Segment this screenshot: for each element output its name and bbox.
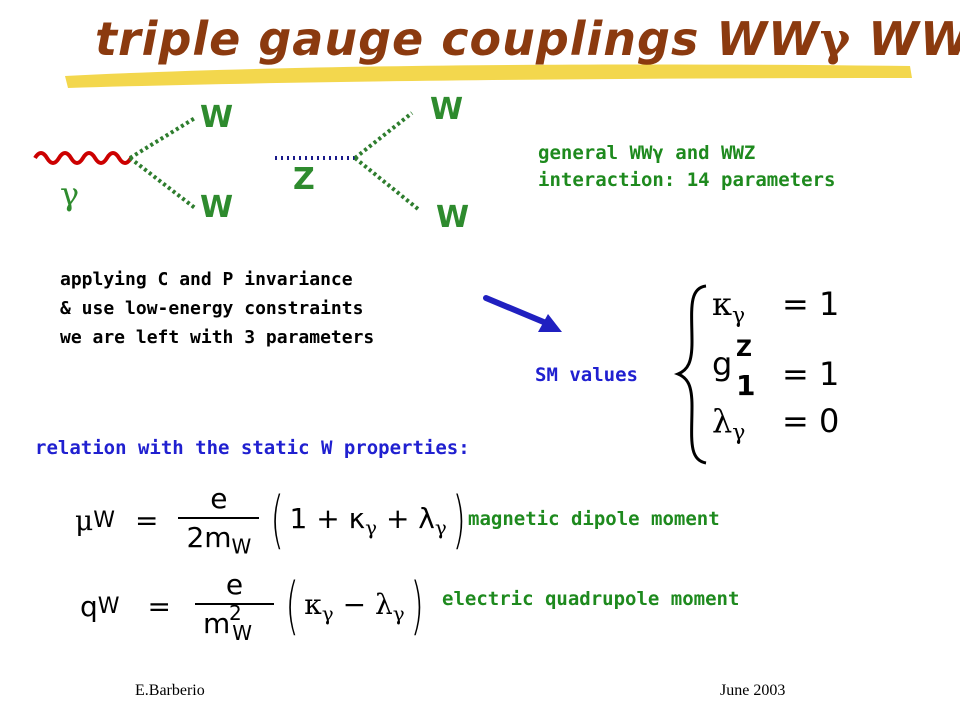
photon-wavy-line xyxy=(33,151,133,165)
sm-lambda-row: λγ = 0 xyxy=(712,402,839,446)
sm-eq-2: = 1 xyxy=(782,355,840,393)
diagram2-w-bottom: W xyxy=(436,200,470,235)
sm-kappa-row: κγ = 1 xyxy=(712,285,839,329)
diagram2-w-top: W xyxy=(430,92,464,127)
relation-label: relation with the static W properties: xyxy=(35,437,470,459)
sm-kappa: κ xyxy=(712,285,732,323)
applying-line-2: & use low-energy constraints xyxy=(60,298,364,319)
mu-inner: 1 + κγ + λγ xyxy=(289,501,447,540)
slide-title: triple gauge couplings WWγ WWZ xyxy=(95,12,960,66)
title-highlight xyxy=(65,64,912,88)
title-gamma: γ xyxy=(819,12,852,66)
applying-line-1: applying C and P invariance xyxy=(60,269,353,290)
diagram1-gamma: γ xyxy=(60,175,80,213)
electric-quadrupole-label: electric quadrupole moment xyxy=(442,588,740,610)
mu-denominator: 2mW xyxy=(178,517,260,559)
q-symbol: q xyxy=(80,589,98,623)
diagram1-w-top: W xyxy=(200,100,234,135)
sm-eq-1: = 1 xyxy=(782,285,840,323)
sm-g: g xyxy=(712,345,733,383)
title-text: triple gauge couplings WW xyxy=(95,12,820,66)
title-tail: WWZ xyxy=(868,12,960,66)
w-line-top xyxy=(353,111,414,160)
sm-lambda-sub: γ xyxy=(732,420,746,446)
mu-left-paren: ( xyxy=(270,483,285,557)
general-interaction-text: general WWγ and WWZ interaction: 14 para… xyxy=(538,140,835,194)
q-right-paren: ) xyxy=(410,569,424,643)
q-left-paren: ( xyxy=(285,569,299,643)
mu-sub: W xyxy=(93,507,115,533)
footer-author: E.Barberio xyxy=(135,682,205,699)
footer-date: June 2003 xyxy=(720,682,786,699)
feynman-diagram-z xyxy=(275,111,420,211)
w-line-bottom xyxy=(353,156,420,211)
sm-lambda: λ xyxy=(712,402,733,440)
mu-equals: = xyxy=(134,503,159,537)
sm-g-row: g Z 1 = 1 xyxy=(712,337,839,402)
q-inner: κγ − λγ xyxy=(304,587,405,626)
q-equals: = xyxy=(147,589,172,623)
mu-fraction: e 2mW xyxy=(178,482,260,559)
diagram2-z: Z xyxy=(293,162,315,197)
general-line-2: interaction: 14 parameters xyxy=(538,169,836,191)
sm-g-sub: 1 xyxy=(736,369,756,402)
sm-eq-3: = 0 xyxy=(782,402,840,440)
applying-text: applying C and P invariance & use low-en… xyxy=(60,265,374,352)
diagram1-w-bottom: W xyxy=(200,190,234,225)
q-numerator: e xyxy=(225,568,244,601)
sm-g-sup: Z xyxy=(736,337,752,362)
sm-kappa-sub: γ xyxy=(732,303,746,329)
w-line-bottom xyxy=(128,156,197,210)
sm-brace-icon xyxy=(673,284,707,465)
sm-values-label: SM values xyxy=(535,364,638,386)
magnetic-dipole-label: magnetic dipole moment xyxy=(468,508,720,530)
general-line-1: general WWγ and WWZ xyxy=(538,142,756,164)
arrow-icon xyxy=(483,295,562,332)
w-line-top xyxy=(128,116,197,160)
mu-right-paren: ) xyxy=(452,483,466,557)
feynman-diagram-photon xyxy=(33,116,197,210)
mu-symbol: μ xyxy=(75,503,94,537)
applying-line-3: we are left with 3 parameters xyxy=(60,327,375,348)
mu-numerator: e xyxy=(210,482,228,515)
q-sub: W xyxy=(97,593,120,619)
